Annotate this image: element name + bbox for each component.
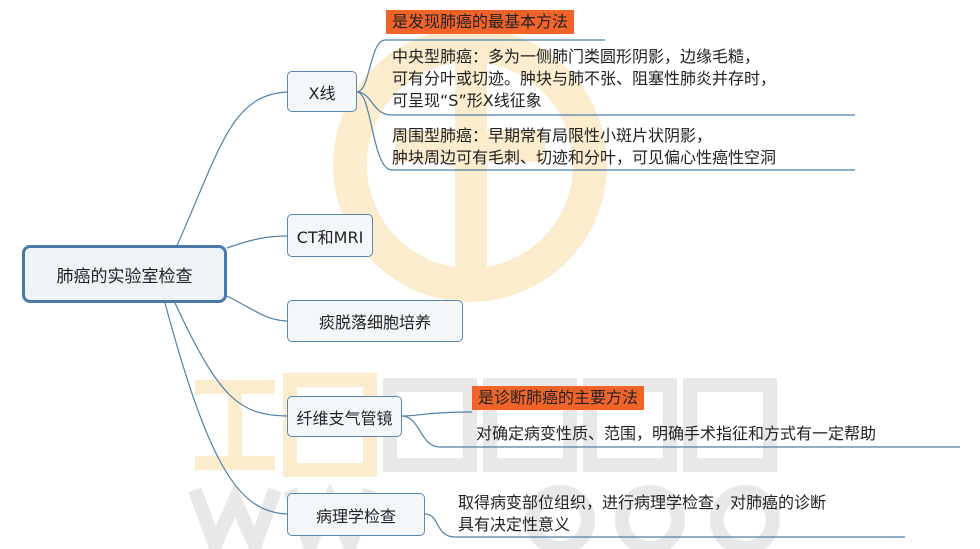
connector-sputum bbox=[226, 295, 288, 322]
pathology-detail: 取得病变部位组织，进行病理学检查，对肺癌的诊断 具有决定性意义 bbox=[458, 493, 827, 534]
bronch-detail: 对确定病变性质、范围，明确手术指征和方式有一定帮助 bbox=[476, 424, 877, 443]
root-label: 肺癌的实验室检查 bbox=[56, 266, 193, 287]
node-label: X线 bbox=[308, 83, 336, 103]
node-label: 痰脱落细胞培养 bbox=[318, 313, 431, 332]
root-node[interactable]: 肺癌的实验室检查 bbox=[22, 245, 227, 303]
node-label: CT和MRI bbox=[296, 227, 364, 247]
node-label: 病理学检查 bbox=[315, 506, 396, 526]
node-sputum-cytology[interactable]: 痰脱落细胞培养 bbox=[287, 300, 463, 342]
node-bronchoscopy[interactable]: 纤维支气管镜 bbox=[287, 396, 402, 437]
node-pathology[interactable]: 病理学检查 bbox=[287, 493, 425, 536]
bronch-tag: 是诊断肺癌的主要方法 bbox=[472, 386, 645, 410]
xray-detail-peripheral: 周围型肺癌：早期常有局限性小斑片状阴影， 肿块周边可有毛刺、切迹和分叶，可见偏心… bbox=[392, 126, 777, 167]
connector-ct bbox=[226, 235, 288, 249]
node-ct-mri[interactable]: CT和MRI bbox=[287, 214, 373, 257]
node-xray[interactable]: X线 bbox=[287, 71, 357, 112]
xray-tag: 是发现肺癌的最基本方法 bbox=[386, 10, 575, 34]
connector-bronch bbox=[174, 302, 288, 417]
connector-xray bbox=[174, 91, 288, 251]
connector-path bbox=[164, 302, 288, 515]
node-label: 纤维支气管镜 bbox=[296, 408, 393, 428]
xray-detail-central: 中央型肺癌：多为一侧肺门类圆形阴影，边缘毛糙， 可有分叶或切迹。肿块与肺不张、阻… bbox=[392, 47, 777, 110]
